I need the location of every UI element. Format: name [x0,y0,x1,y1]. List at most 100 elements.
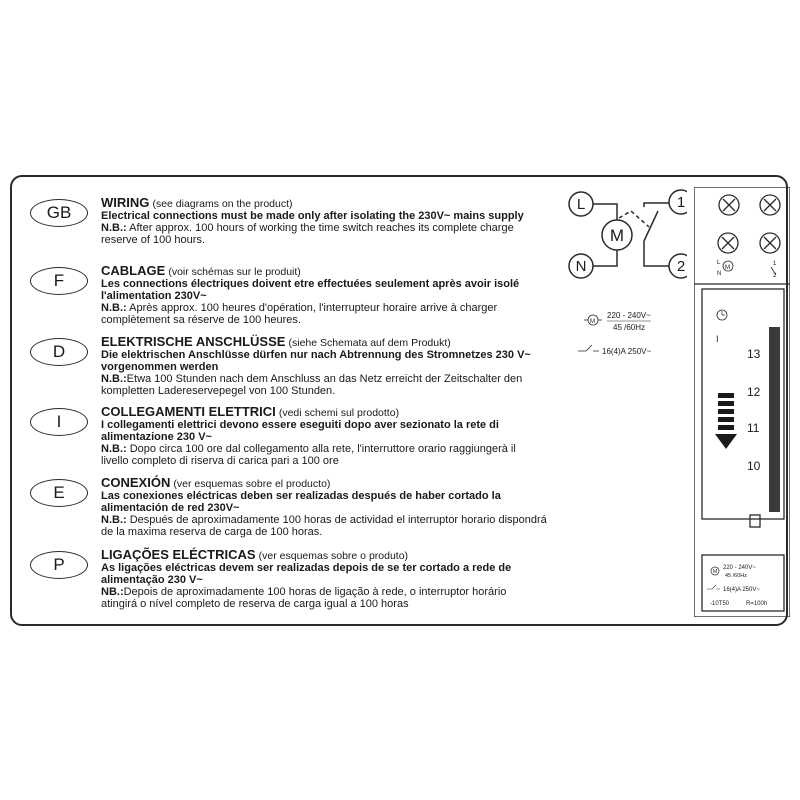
rating-motor-label: M [590,319,595,325]
manual-mark: I [716,334,719,344]
wiring-diagram: L N M 1 2 M 220 - 240V~ 45 /60Hz 16(4)A … [568,189,687,356]
screw-1 [718,194,740,216]
motor-label: M [610,226,624,245]
section-subtitle: (ver esquemas sobre el producto) [173,478,331,490]
device-contact-1: 1 [773,261,777,267]
device-terminal-l: L [717,260,721,266]
nb-label: NB.: [101,586,124,598]
bold-line: l'alimentation 230V~ [101,290,207,302]
section-title: WIRING [101,195,150,210]
rating-switch-symbol [578,344,599,352]
device-motor-circle [722,260,734,272]
section-title: ELEKTRISCHE ANSCHLÜSSE [101,334,286,349]
diagram-rating: 16(4)A 250V~ [602,347,651,356]
screw-4-cross [763,236,777,250]
contact-1-label: 1 [677,194,685,211]
plate-rating: 16(4)A 250V~ [723,587,760,593]
nb-label: N.B.: [101,443,127,455]
screw-3 [717,232,739,254]
nb-label: N.B.: [101,302,127,314]
language-badge-i: I [30,408,88,436]
plate-reserve: R=100h [746,601,767,607]
bold-line: vorgenommen werden [101,361,219,373]
device-switch-symbol [770,266,777,276]
nb-line: reserve of 100 hours. [101,234,205,246]
reserve-bar [718,417,734,422]
clock-icon [716,309,728,321]
nb-line: Etwa 100 Stunden nach dem Anschluss an d… [126,373,523,385]
screw-2 [759,194,781,216]
section-title: CABLAGE [101,263,166,278]
plate-motor-circle [710,566,720,576]
switch-blade [643,210,659,242]
diagram-frequency: 45 /60Hz [613,323,645,332]
plate-model: -10T50 [710,601,730,607]
rating-plate [701,554,785,612]
screw-1-cross [722,198,736,212]
nb-line: atingirá o nível completo de reserva de … [101,598,409,610]
switch-link [630,210,650,228]
reserve-bar [718,401,734,406]
device-contact-2: 2 [773,273,777,279]
section-title: COLLEGAMENTI ELETTRICI [101,404,276,419]
diagram-voltage: 220 - 240V~ [607,311,651,320]
device-motor-label: M [725,265,730,271]
dial-scale [769,327,780,512]
nb-line: complètement sa réserve de 100 heures. [101,314,301,326]
bold-line: I collegamenti elettrici devono essere e… [101,419,499,431]
language-badge-gb: GB [30,199,88,227]
clock-hands [721,311,725,316]
dial-ticks [769,327,780,512]
section-title: LIGAÇÕES ELÉCTRICAS [101,547,256,562]
screw-4 [759,232,781,254]
nb-line: Después de aproximadamente 100 horas de … [129,514,547,526]
plate-voltage: 220 - 240V~ [723,565,756,571]
plate-frequency: 45 /60Hz [725,573,747,579]
dial-label-10: 10 [747,459,761,473]
terminal-n-label: N [576,258,587,275]
section-subtitle: (siehe Schemata auf dem Produkt) [288,337,451,349]
wire-1 [643,202,669,207]
reserve-indicator [715,393,737,449]
screw-3-cross [721,236,735,250]
bold-line: Les connections électriques doivent etre… [101,278,520,290]
screw-2-cross [763,198,777,212]
bold-line: alimentazione 230 V~ [101,431,212,443]
nb-label: N.B.: [101,222,127,234]
section-subtitle: (ver esquemas sobre o produto) [258,550,409,562]
language-badge-p: P [30,551,88,579]
bold-line: Las conexiones eléctricas deben ser real… [101,490,501,502]
nb-line: kompletten Ladereservepegel von 100 Stun… [101,385,336,397]
bold-line: alimentação 230 V~ [101,574,203,586]
reserve-arrow-icon [715,434,737,449]
dial-label-12: 12 [747,385,761,399]
nb-line: After approx. 100 hours of working the t… [129,222,514,234]
language-badge-f: F [30,267,88,295]
bold-line: Die elektrischen Anschlüsse dürfen nur n… [101,349,531,361]
plate-switch-symbol [707,584,720,590]
nb-line: Depois de aproximadamente 100 horas de l… [123,586,507,598]
contact-2-label: 2 [677,258,685,275]
nb-label: N.B.: [101,373,127,385]
bold-line: As ligações eléctricas devem ser realiza… [101,562,512,574]
nb-line: de la maxima reserva de carga de 100 hor… [101,526,323,538]
nb-line: livello completo di riserva di carica pa… [101,455,339,467]
nb-line: Dopo circa 100 ore dal collegamento alla… [129,443,516,455]
contact-1-circle [668,189,687,215]
section-subtitle: (voir schémas sur le produit) [168,266,301,278]
time-switch-device: M L N 1 2 I 13 12 11 10 [694,187,790,617]
plate-motor-label: M [713,569,717,575]
section-subtitle: (see diagrams on the product) [152,198,293,210]
reserve-bar [718,409,734,414]
bold-line: Electrical connections must be made only… [101,210,524,222]
reserve-bar [718,425,734,430]
nb-label: N.B.: [101,514,127,526]
terminal-l-label: L [577,196,585,213]
wire-2 [643,241,669,267]
language-badge-e: E [30,479,88,507]
bold-line: alimentación de red 230V~ [101,502,240,514]
reserve-bar [718,393,734,398]
dial-window [701,288,785,520]
reset-button [749,514,761,528]
device-terminal-n: N [717,271,721,277]
